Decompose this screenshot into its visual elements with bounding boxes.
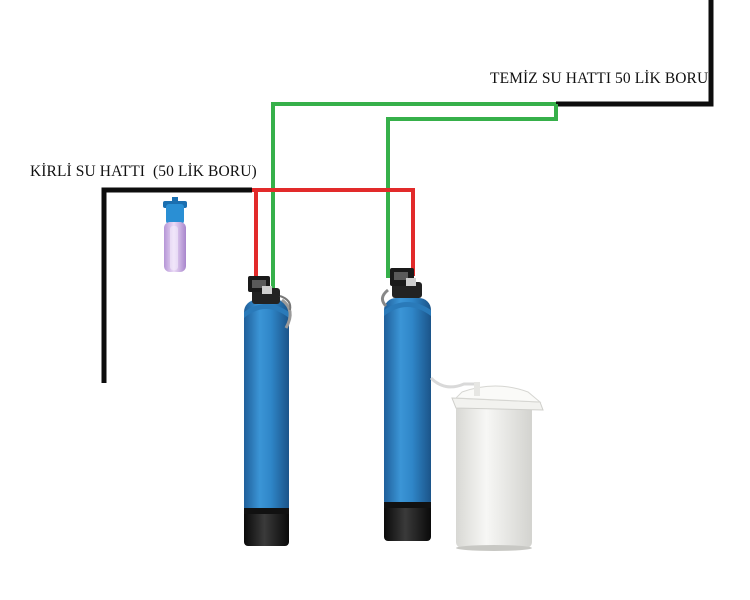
softener-tank-right (384, 298, 431, 541)
dirty-water-main-pipe (101, 187, 252, 383)
brine-line (429, 376, 474, 389)
clean-water-main-pipe (556, 0, 714, 107)
dirty-water-line-label: KİRLİ SU HATTI (50 LİK BORU) (30, 163, 257, 180)
control-valve-right-icon (381, 268, 422, 308)
clean-water-line-label: TEMİZ SU HATTI 50 LİK BORU (490, 70, 709, 87)
prefilter-housing-icon (163, 197, 187, 272)
softener-tank-left (244, 300, 289, 546)
control-valve-left-icon (248, 276, 292, 329)
brine-tank-icon (451, 382, 544, 551)
clean-water-outlet-pipes (271, 102, 558, 288)
dirty-water-inlet-pipes (252, 188, 415, 280)
